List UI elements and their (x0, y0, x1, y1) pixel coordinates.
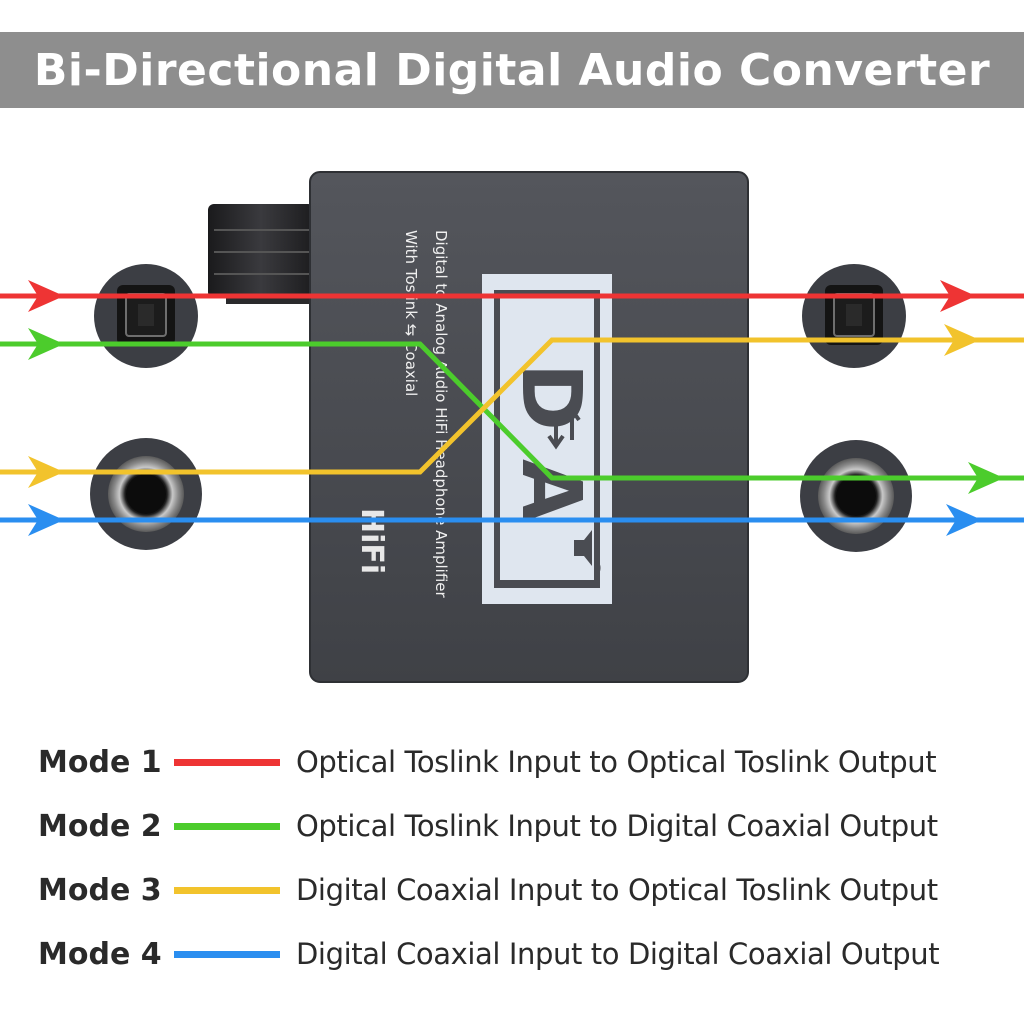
coaxial-input-port (90, 438, 202, 550)
mode-2-description: Optical Toslink Input to Digital Coaxial… (296, 809, 938, 843)
side-text-line1: Digital to Analog Audio HiFi Headphone A… (432, 230, 450, 598)
title-bar: Bi-Directional Digital Audio Converter (0, 32, 1024, 108)
mode-1-path-arrow-2 (940, 280, 976, 312)
side-text-line2: With Toslink ⇆ Coaxial (402, 230, 420, 396)
signal-paths (0, 280, 1024, 536)
mode-4-label: Mode 4 (38, 936, 162, 972)
logo-letter-a: A (503, 459, 598, 523)
mode-3-line (174, 886, 280, 894)
mode-2-path (0, 341, 1024, 481)
coaxial-output-port (800, 440, 912, 552)
mode-1-description: Optical Toslink Input to Optical Toslink… (296, 745, 937, 779)
side-text-2-group: With Toslink ⇆ Coaxial (402, 230, 420, 396)
mode-4-line (174, 950, 280, 958)
mode-2-label: Mode 2 (38, 808, 162, 844)
mode-2-path-arrow-2 (968, 462, 1004, 494)
mode-1-path-arrow-1 (28, 280, 64, 312)
mode-4-description: Digital Coaxial Input to Digital Coaxial… (296, 937, 940, 971)
mode-3-path-arrow-2 (944, 324, 980, 356)
volume-knob (208, 204, 314, 304)
optical-output-port (802, 264, 906, 368)
page-title: Bi-Directional Digital Audio Converter (33, 44, 991, 96)
legend-row-mode-4: Mode 4 Digital Coaxial Input to Digital … (38, 934, 940, 974)
mode-3-description: Digital Coaxial Input to Optical Toslink… (296, 873, 938, 907)
da-logo: D A (482, 274, 612, 604)
legend-row-mode-3: Mode 3 Digital Coaxial Input to Optical … (38, 870, 938, 910)
mode-2-line (174, 822, 280, 830)
swap-arrows-icon (547, 406, 581, 450)
mode-4-path-arrow-1 (28, 504, 64, 536)
converter-diagram: D A Digital to Analog Audio HiFi Headpho… (0, 171, 1024, 683)
speaker-icon (574, 530, 601, 577)
legend-row-mode-2: Mode 2 Optical Toslink Input to Digital … (38, 806, 938, 846)
mode-1-label: Mode 1 (38, 744, 162, 780)
mode-2-path-arrow-1 (28, 328, 64, 360)
mode-3-path-arrow-1 (28, 456, 64, 488)
optical-input-port (94, 264, 198, 368)
mode-3-path (0, 337, 1024, 475)
device-side-text: Digital to Analog Audio HiFi Headphone A… (432, 230, 450, 598)
mode-3-label: Mode 3 (38, 872, 162, 908)
mode-4-path-arrow-2 (946, 504, 982, 536)
legend-row-mode-1: Mode 1 Optical Toslink Input to Optical … (38, 742, 937, 782)
mode-1-line (174, 758, 280, 766)
